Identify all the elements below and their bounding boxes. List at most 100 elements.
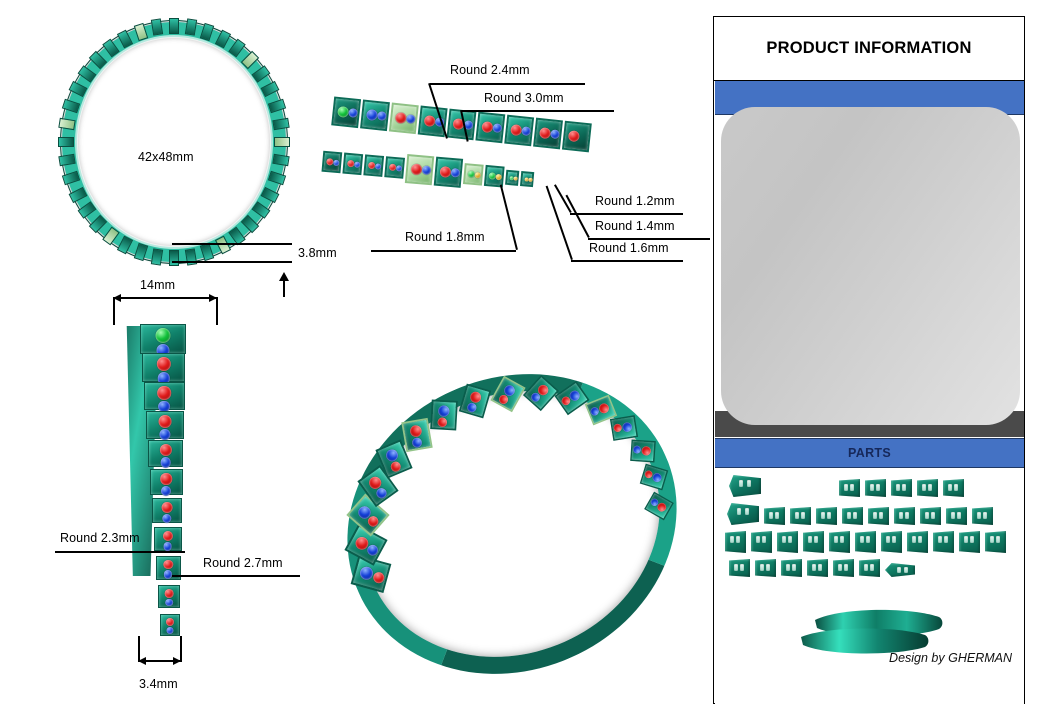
part-link [755, 559, 776, 577]
parts-row [729, 475, 969, 497]
part-link [751, 531, 772, 553]
gem-setting-cell [363, 154, 385, 177]
gemstone [164, 589, 174, 598]
gem-setting-cell [483, 164, 505, 188]
gem-setting-cell [360, 99, 390, 132]
parts-row [729, 559, 920, 577]
gemstone [423, 115, 436, 128]
thickness-leader-lower [172, 261, 292, 263]
width-bottom-dimline [138, 660, 181, 662]
callout-round-1-8mm: Round 1.8mm [405, 230, 485, 244]
gemstone [597, 402, 610, 416]
callout-1-2-leader [570, 213, 683, 215]
gemstone [163, 542, 173, 551]
gem-setting-cell [331, 96, 362, 129]
gemstone [162, 531, 173, 542]
part-link [865, 479, 886, 497]
gemstone [395, 165, 403, 172]
gemstone [158, 400, 171, 413]
callout-round-2-3mm: Round 2.3mm [60, 531, 140, 545]
part-link [885, 563, 915, 577]
gemstone [437, 417, 448, 428]
gem-setting-cell [142, 353, 186, 385]
ring-link [274, 137, 290, 147]
gemstone [640, 445, 651, 456]
gemstone [374, 163, 382, 170]
gem-setting-cell [153, 527, 182, 552]
gemstone [157, 386, 172, 400]
gemstone [528, 177, 533, 183]
part-link [920, 507, 941, 525]
width-top-arrow-left [113, 294, 121, 302]
part-link [807, 559, 828, 577]
part-link [959, 531, 980, 553]
callout-3-0-leader [462, 110, 614, 112]
part-link [839, 479, 860, 497]
parts-row [725, 531, 1011, 553]
gemstone [163, 560, 173, 570]
gem-setting-cell [533, 117, 563, 150]
part-link [829, 531, 850, 553]
ring-link [169, 18, 179, 34]
gemstone [481, 121, 494, 134]
part-link [729, 559, 750, 577]
dimension-width-bottom: 3.4mm [139, 677, 178, 691]
gem-setting-cell [321, 150, 343, 174]
callout-round-1-6mm: Round 1.6mm [589, 241, 669, 255]
spiral-band-part [801, 609, 943, 654]
gemstone [539, 127, 552, 140]
callout-2-7-leader [172, 575, 300, 577]
part-link [894, 507, 915, 525]
callout-round-3-0mm: Round 3.0mm [484, 91, 564, 105]
gemstone [162, 513, 172, 524]
gem-setting-cell [504, 114, 535, 147]
callout-round-1-2mm: Round 1.2mm [595, 194, 675, 208]
gemstone [410, 436, 423, 448]
width-bottom-tick-right [180, 636, 182, 662]
part-link [764, 507, 785, 525]
gemstone [376, 111, 387, 121]
gemstone [465, 402, 478, 414]
gemstone [622, 421, 634, 433]
part-link [946, 507, 967, 525]
gem-setting-cell [505, 169, 520, 186]
gemstone [510, 124, 523, 137]
gem-setting-cell [149, 469, 183, 496]
gemstone [166, 627, 174, 634]
gemstone [632, 445, 641, 454]
gem-setting-cell [140, 324, 187, 357]
gemstone [651, 472, 663, 484]
front-elevation-render [108, 310, 226, 650]
ring-link [169, 250, 179, 266]
part-link [816, 507, 837, 525]
part-link [803, 531, 824, 553]
gemstone [492, 123, 503, 134]
part-link [790, 507, 811, 525]
gemstone [408, 424, 423, 438]
width-top-tick-right [216, 297, 218, 325]
gem-setting-cell [417, 105, 448, 138]
gem-setting-cell [151, 498, 183, 524]
part-link [933, 531, 954, 553]
gem-setting-cell [159, 614, 180, 636]
gem-setting-cell [433, 156, 464, 188]
gemstone [394, 111, 407, 125]
part-link [917, 479, 938, 497]
gem-setting-cell [342, 152, 364, 176]
product-information-panel: PRODUCT INFORMATION PARTS [713, 16, 1025, 704]
callout-round-2-7mm: Round 2.7mm [203, 556, 283, 570]
product-information-content [715, 81, 1024, 437]
dimension-width-top: 14mm [140, 278, 176, 292]
dimension-oval-size: 42x48mm [138, 150, 194, 164]
gem-setting-cell [155, 556, 181, 580]
part-link [725, 531, 746, 553]
gem-setting-cell [384, 156, 406, 179]
part-link [727, 503, 759, 525]
gemstone [421, 165, 432, 176]
gemstone [450, 167, 461, 178]
thickness-leader-upper [172, 243, 292, 245]
gemstone [333, 159, 340, 167]
width-bottom-arrow-right [173, 657, 181, 665]
gemstone [348, 108, 359, 118]
parts-row [727, 503, 998, 525]
